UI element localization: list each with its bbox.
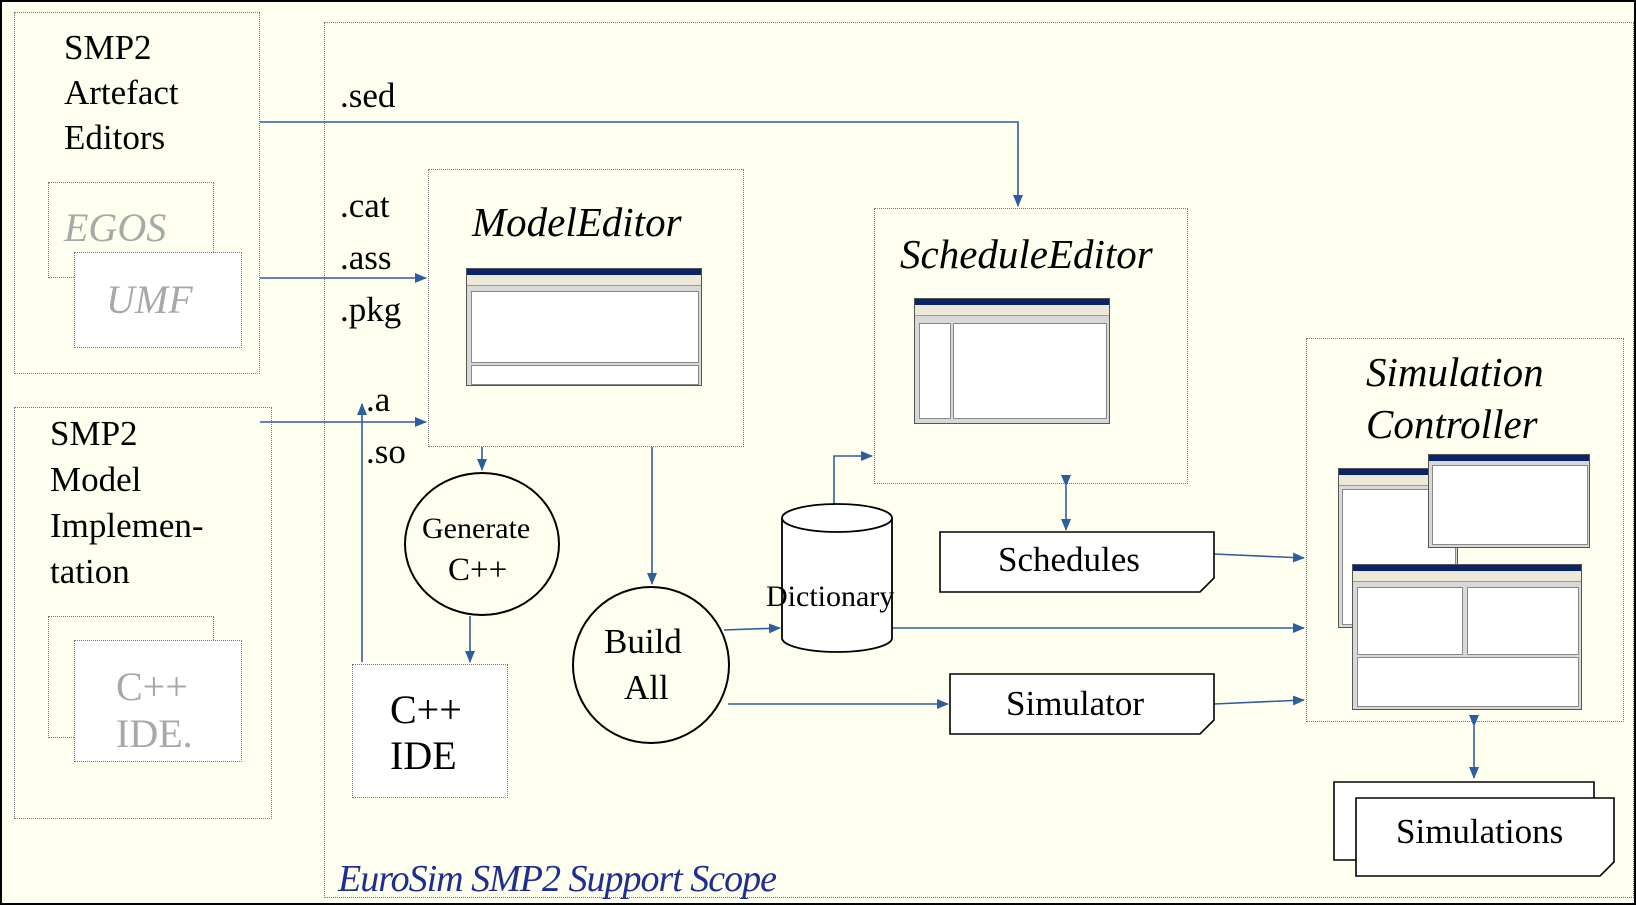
file-pkg: .pkg xyxy=(340,290,402,329)
artefact-editors-line2: Artefact xyxy=(64,73,179,112)
cpp-ide-line2: IDE xyxy=(390,733,457,778)
build-all-line1: Build xyxy=(604,622,682,661)
sim-controller-box xyxy=(1306,338,1624,722)
simulator-doc-shape xyxy=(949,673,1215,735)
file-so: .so xyxy=(366,432,406,471)
artefact-editors-line3: Editors xyxy=(64,118,166,157)
build-all-node xyxy=(572,586,730,744)
artefact-editors-box xyxy=(14,12,260,374)
arrow-dictionary-to-schedule-editor xyxy=(833,451,873,518)
dictionary-cylinder xyxy=(781,503,893,653)
sim-controller-screenshot-main xyxy=(1352,564,1582,710)
file-ass: .ass xyxy=(340,238,392,277)
file-cat: .cat xyxy=(340,186,390,225)
model-editor-title: ModelEditor xyxy=(472,199,682,245)
schedule-editor-title: ScheduleEditor xyxy=(900,231,1153,277)
arrow-build-to-dictionary xyxy=(723,623,781,634)
schedules-label: Schedules xyxy=(998,540,1140,579)
cpp-ide-stack-line2: IDE. xyxy=(116,711,193,756)
cpp-ide-stack-line1: C++ xyxy=(116,664,188,709)
artefact-editors-line1: SMP2 xyxy=(64,28,152,67)
umf-label: UMF xyxy=(106,277,193,322)
schedule-editor-screenshot xyxy=(914,298,1110,424)
eurosim-scope-box xyxy=(324,22,1634,898)
model-editor-screenshot xyxy=(466,268,702,386)
arrow-schedules-to-sim-controller xyxy=(1213,552,1305,563)
arrow-sed xyxy=(260,121,1023,207)
generate-cpp-line1: Generate xyxy=(422,512,531,545)
sim-controller-title-line2: Controller xyxy=(1366,401,1538,447)
build-all-line2: All xyxy=(624,668,669,707)
model-impl-line1: SMP2 xyxy=(50,414,138,453)
dictionary-label: Dictionary xyxy=(766,580,895,613)
file-a: .a xyxy=(366,380,391,419)
model-impl-line2: Model xyxy=(50,460,142,499)
sim-controller-screenshot-dialog xyxy=(1428,454,1590,548)
model-impl-line3: Implemen- xyxy=(50,506,204,545)
scope-label: EuroSim SMP2 Support Scope xyxy=(338,858,777,900)
umf-card xyxy=(74,252,242,348)
egos-label: EGOS xyxy=(64,205,167,250)
simulations-doc-front xyxy=(1355,797,1615,877)
sim-controller-title-line1: Simulation xyxy=(1366,349,1544,395)
file-sed: .sed xyxy=(340,76,396,115)
cpp-ide-line1: C++ xyxy=(390,687,462,732)
generate-cpp-line2: C++ xyxy=(448,552,508,588)
cpp-ide-front-card xyxy=(74,640,242,762)
generate-cpp-node xyxy=(404,472,560,616)
schedules-doc-shape xyxy=(939,531,1215,593)
model-editor-box xyxy=(428,169,744,447)
schedule-editor-box xyxy=(874,208,1188,484)
arrow-simulator-to-sim-controller xyxy=(1213,695,1305,706)
model-impl-line4: tation xyxy=(50,552,130,591)
simulations-label: Simulations xyxy=(1396,812,1564,851)
simulator-label: Simulator xyxy=(1006,684,1145,723)
model-impl-box xyxy=(14,407,272,819)
cpp-ide-box xyxy=(352,664,508,798)
